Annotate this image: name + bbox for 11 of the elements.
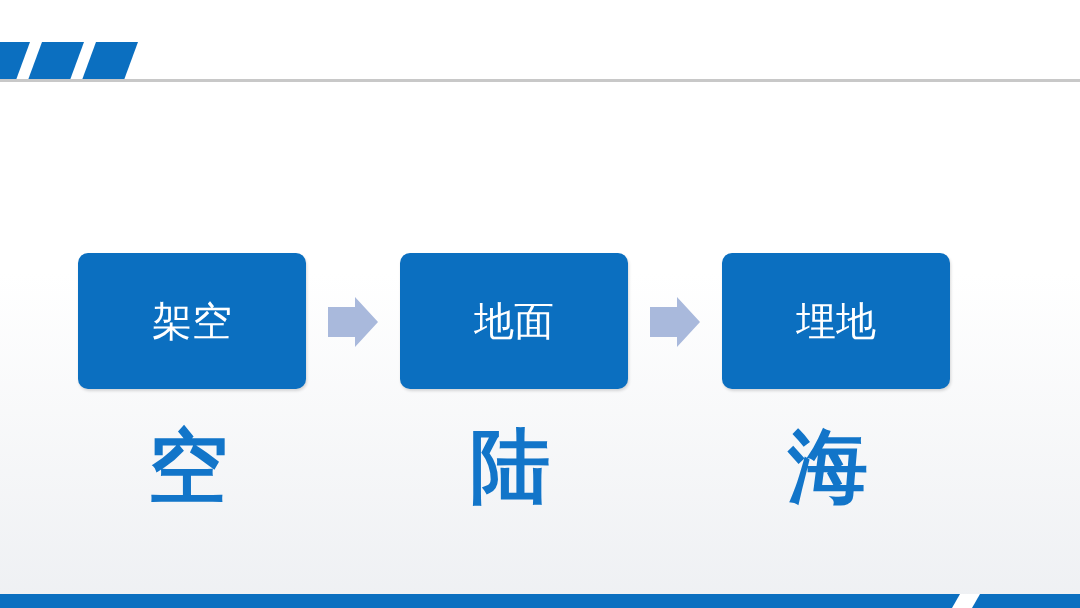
arrow: [328, 297, 378, 347]
process-box: [722, 253, 950, 389]
box-label: 地面: [474, 299, 554, 343]
arrow: [650, 297, 700, 347]
box-label: 架空: [152, 299, 232, 343]
category-heading: 空: [148, 427, 228, 507]
category-heading: 海: [788, 427, 868, 507]
process-box: [78, 253, 306, 389]
box-label: 埋地: [796, 299, 876, 343]
category-heading: 陆: [470, 427, 550, 507]
process-box: [400, 253, 628, 389]
